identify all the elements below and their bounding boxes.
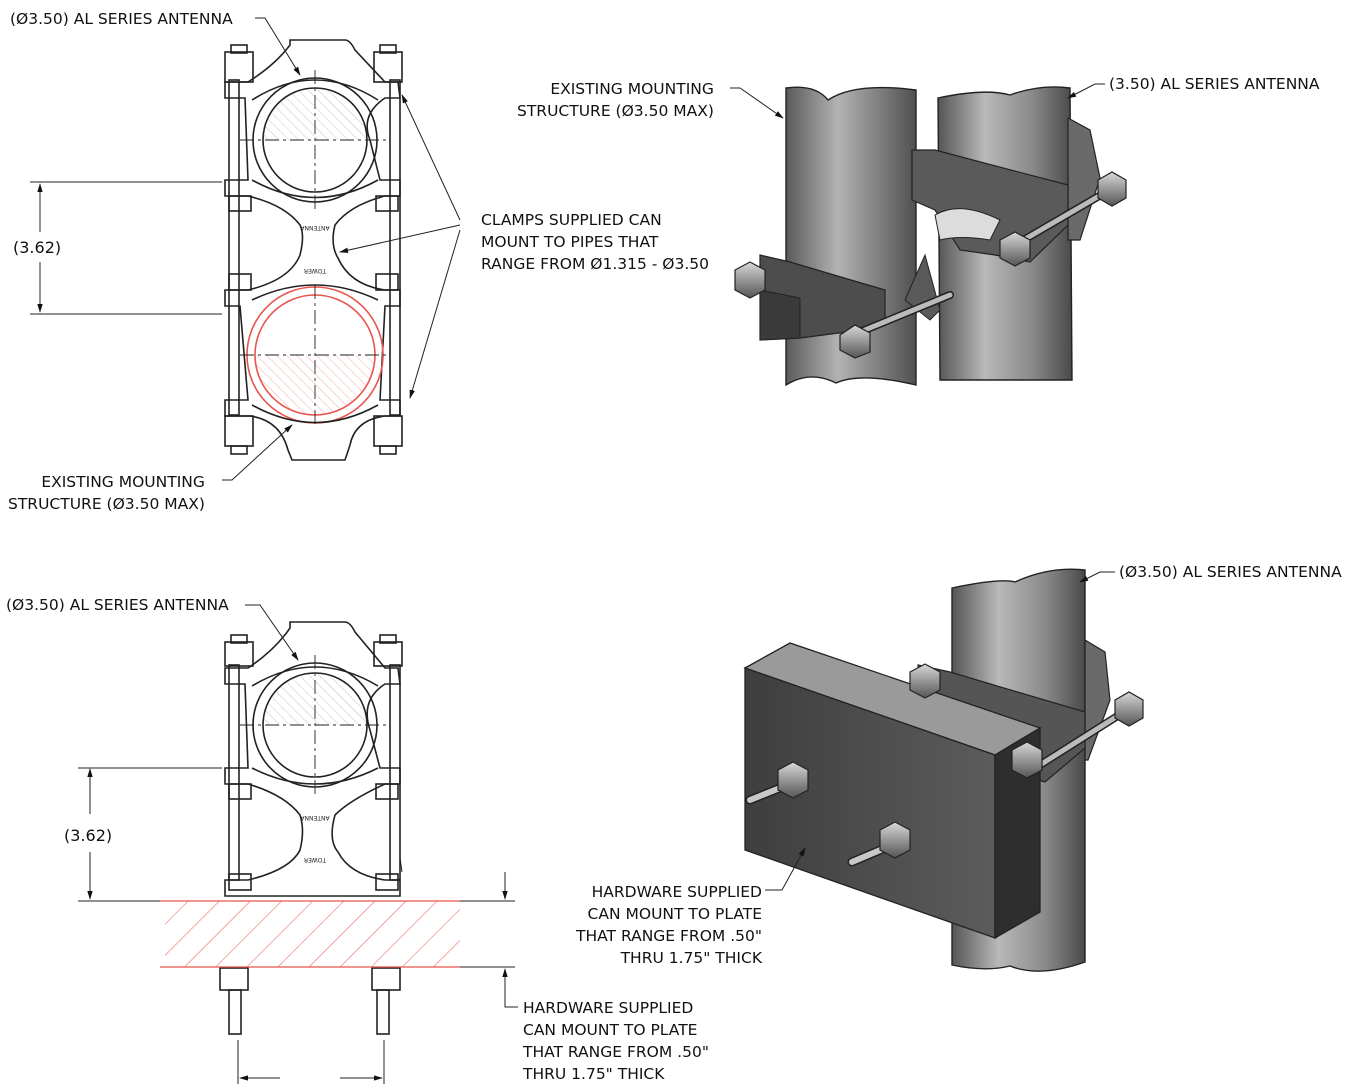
bottom-left-antenna-label: (Ø3.50) AL SERIES ANTENNA [6, 596, 229, 614]
bracket-text-tower: TOWER [304, 267, 327, 274]
bracket-text-tower-2: TOWER [304, 856, 327, 863]
top-left-dimension [30, 181, 222, 315]
top-right-antenna-label: (3.50) AL SERIES ANTENNA [1109, 75, 1320, 93]
bottom-left-hardware-note: HARDWARE SUPPLIED CAN MOUNT TO PLATE THA… [523, 999, 709, 1083]
top-clamps-note: CLAMPS SUPPLIED CAN MOUNT TO PIPES THAT … [481, 211, 709, 273]
bracket-text-antenna-2: ANTENNA [300, 814, 330, 821]
bottom-left-dimension [78, 604, 518, 1084]
top-left-dimension-value: (3.62) [13, 238, 62, 257]
bottom-left-clamp-view: ANTENNA TOWER [219, 621, 403, 1035]
top-right-iso-view [734, 86, 1127, 387]
top-left-clamp-view: ANTENNA TOWER [224, 39, 403, 461]
bottom-right-antenna-label: (Ø3.50) AL SERIES ANTENNA [1119, 563, 1342, 581]
mounting-plate-section [160, 900, 460, 968]
top-right-leaders [730, 83, 1105, 119]
top-left-antenna-label: (Ø3.50) AL SERIES ANTENNA [10, 10, 233, 28]
bracket-text-antenna: ANTENNA [300, 224, 330, 231]
top-left-leaders [222, 17, 461, 481]
bottom-right-hardware-note: HARDWARE SUPPLIED CAN MOUNT TO PLATE THA… [576, 883, 762, 967]
bottom-right-leaders [765, 571, 1115, 891]
top-right-structure-note: EXISTING MOUNTING STRUCTURE (Ø3.50 MAX) [517, 80, 714, 120]
bottom-right-iso-view [743, 568, 1144, 972]
top-left-structure-note: EXISTING MOUNTING STRUCTURE (Ø3.50 MAX) [8, 473, 205, 513]
bottom-left-dimension-value: (3.62) [64, 826, 113, 845]
